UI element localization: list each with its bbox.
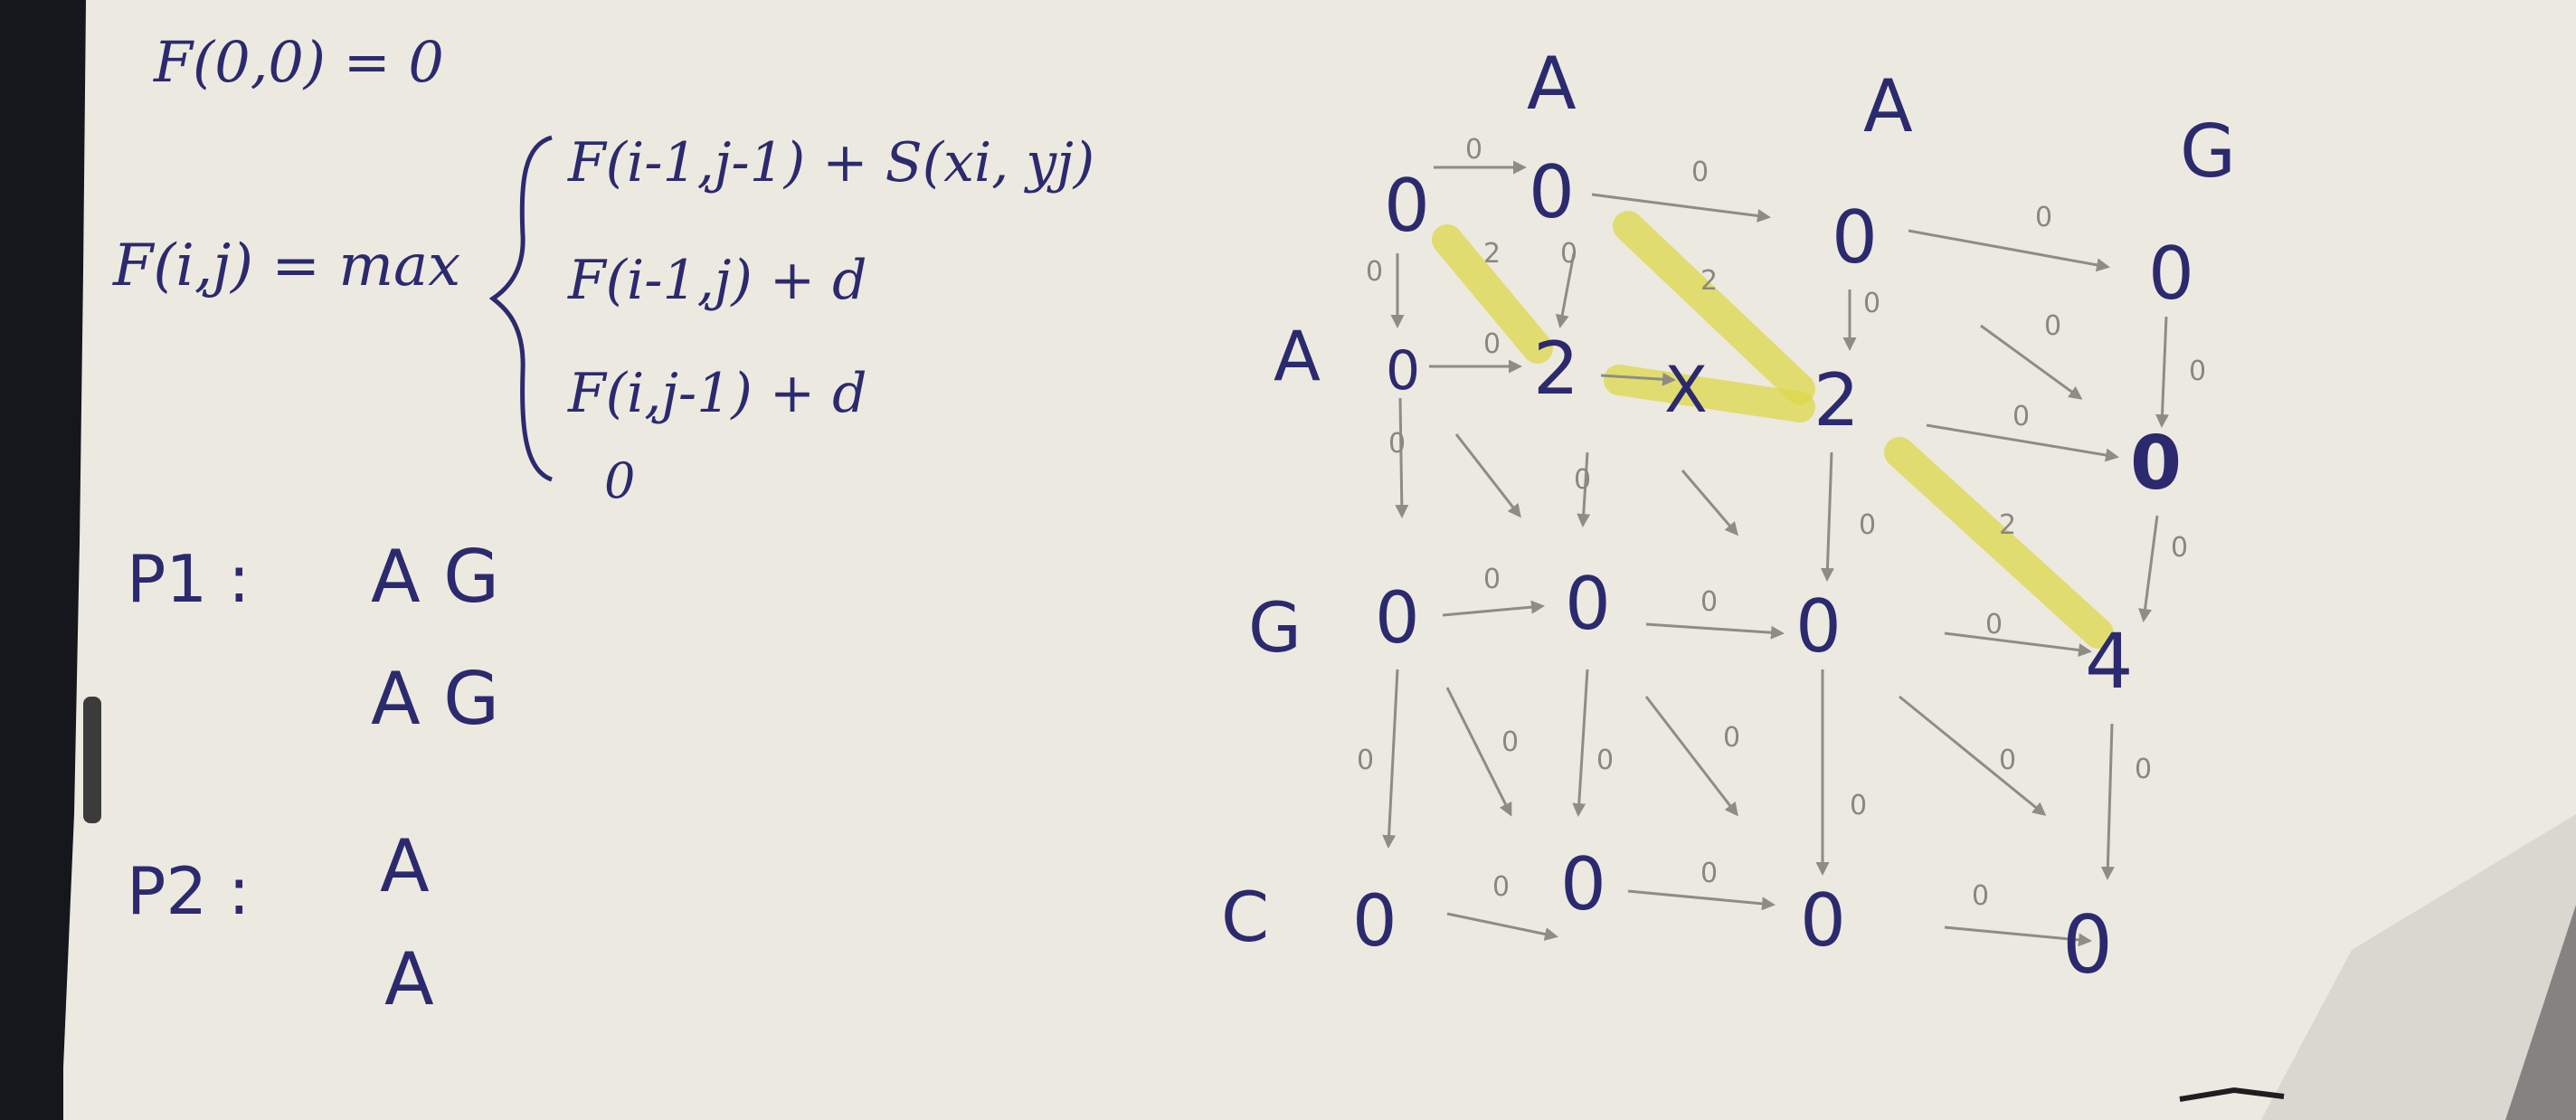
edge-label: 0	[1700, 586, 1718, 618]
edge-label: 0	[1492, 871, 1510, 903]
formula-section: F(0,0) = 0 F(i,j) = max F(i-1,j-1) + S(x…	[112, 29, 1094, 509]
edge-label: 0	[2189, 356, 2206, 387]
row-header-2: G	[1248, 587, 1302, 668]
edge-label: 0	[1501, 726, 1519, 758]
edge-label: 0	[1700, 858, 1718, 889]
edge-label: 0	[1483, 328, 1501, 360]
highlight-path-d	[1884, 437, 2114, 649]
edge-label: 0	[1560, 238, 1577, 270]
vertical-arrows	[1382, 252, 2169, 880]
cell-2-0: 0	[1375, 578, 1420, 660]
score-cells: 0 0 0 0 0 2 X 2 0 0 0 0 4 0 0 0 0	[1352, 150, 2194, 992]
paper-sheet	[63, 0, 2576, 1120]
cell-2-3: 4	[2085, 617, 2133, 706]
dp-matrix: 0 0 0 0 2 0 2 0 0 0 0 0 0 0 0 2 0 0 0 0 …	[1221, 42, 2285, 1102]
cell-1-3: 0	[2130, 421, 2182, 507]
row-header-3: C	[1221, 877, 1269, 957]
edge-label: 0	[2044, 310, 2061, 342]
cell-1-0: 0	[1386, 339, 1420, 403]
cell-3-3: 0	[2062, 898, 2113, 992]
cell-0-3: 0	[2148, 232, 2194, 316]
case-zero: 0	[604, 452, 635, 509]
base-case-formula: F(0,0) = 0	[153, 29, 444, 95]
edge-label: 0	[1483, 564, 1501, 595]
highlight-path-b	[1613, 211, 1815, 404]
diag-edge-label: 2	[1700, 265, 1718, 297]
col-header-3: G	[2180, 109, 2236, 194]
highlight-path-c	[1604, 365, 1815, 422]
path-2-top: A	[380, 824, 430, 908]
path-1-top: A G	[371, 535, 499, 619]
edge-label: 0	[1574, 464, 1591, 496]
cell-0-0: 0	[1384, 164, 1430, 248]
cell-1-1: 2	[1533, 327, 1579, 411]
edge-label: 0	[1850, 790, 1867, 821]
path-1-label: P1 :	[127, 541, 250, 617]
col-header-1: A	[1527, 42, 1577, 126]
cell-3-0: 0	[1352, 881, 1397, 963]
col-header-2: A	[1863, 64, 1913, 148]
left-curly-brace	[488, 135, 553, 482]
binder-clip	[83, 697, 101, 823]
edge-label: 0	[1985, 609, 2003, 641]
diag-edge-label: 2	[1999, 509, 2016, 541]
cell-1-2: 2	[1814, 358, 1860, 442]
edge-label: 0	[1859, 509, 1876, 541]
edge-label: 0	[1972, 880, 1989, 912]
edge-label: 0	[1357, 745, 1374, 776]
diagonal-arrows	[1445, 324, 2083, 817]
path-2-label: P2 :	[127, 853, 250, 929]
edge-label: 0	[2171, 532, 2188, 564]
edge-label: 0	[2035, 202, 2052, 233]
case-diagonal: F(i-1,j-1) + S(xi, yj)	[567, 131, 1094, 195]
edge-label: 0	[1596, 745, 1614, 776]
cross-mark: X	[1664, 353, 1708, 427]
case-left: F(i,j-1) + d	[567, 362, 867, 425]
edge-label: 0	[1366, 256, 1383, 288]
cell-0-1: 0	[1529, 150, 1575, 234]
edge-label: 0	[1723, 722, 1740, 754]
recurrence-lhs: F(i,j) = max	[112, 233, 460, 299]
edge-label: 0	[1465, 134, 1482, 166]
cell-2-1: 0	[1565, 562, 1611, 646]
cell-3-2: 0	[1800, 878, 1846, 963]
traceback-highlights	[1432, 211, 2114, 649]
path-section: P1 : A G A G P2 : A A	[127, 535, 499, 1021]
highlight-path-a	[1432, 224, 1553, 364]
edge-label: 0	[1999, 745, 2016, 776]
edge-label: 0	[1863, 288, 1880, 319]
edge-label: 0	[1388, 428, 1406, 460]
path-2-bottom: A	[384, 937, 434, 1021]
row-header-1: A	[1274, 316, 1321, 396]
row-headers: A G C	[1221, 316, 1321, 957]
edge-weight-labels: 0 0 0 0 2 0 2 0 0 0 0 0 0 0 0 2 0 0 0 0 …	[1357, 134, 2206, 912]
edge-label: 0	[2135, 754, 2152, 785]
pen-stroke	[2179, 1087, 2285, 1102]
cell-0-2: 0	[1832, 195, 1878, 280]
path-1-bottom: A G	[371, 657, 499, 741]
column-headers: A A G	[1527, 42, 2236, 194]
edge-label: 0	[1691, 157, 1709, 188]
horizontal-arrows	[1429, 160, 2119, 947]
case-up: F(i-1,j) + d	[567, 249, 867, 312]
cell-2-2: 0	[1795, 584, 1842, 669]
edge-label: 0	[2012, 401, 2030, 432]
diag-edge-label: 2	[1483, 238, 1501, 270]
paper-shadow	[2261, 814, 2576, 1120]
cell-3-1: 0	[1560, 842, 1606, 926]
